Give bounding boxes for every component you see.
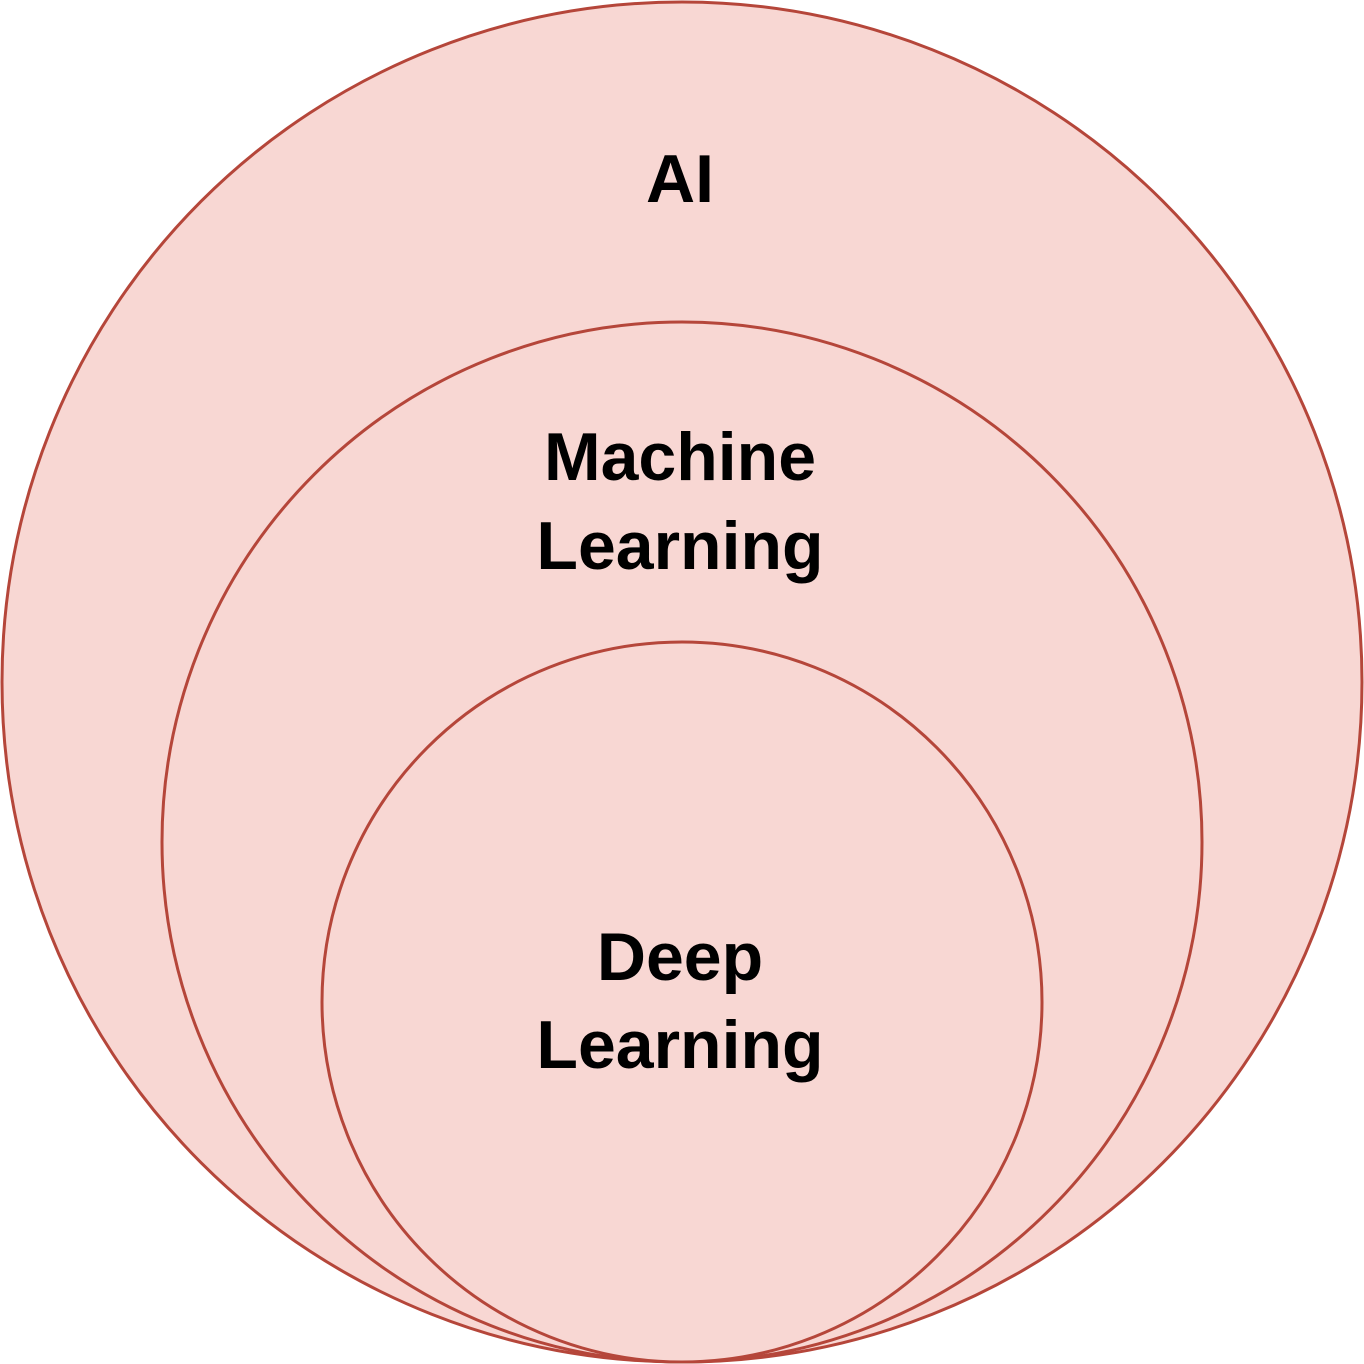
ai-label: AI [646,141,714,217]
deep-learning-circle [320,640,1044,1364]
deep-learning-label-line-2: Learning [536,1007,823,1083]
machine-learning-label-line-2: Learning [536,508,823,584]
deep-learning-label-line-1: Deep [597,919,763,995]
machine-learning-label-line-1: Machine [544,419,816,495]
